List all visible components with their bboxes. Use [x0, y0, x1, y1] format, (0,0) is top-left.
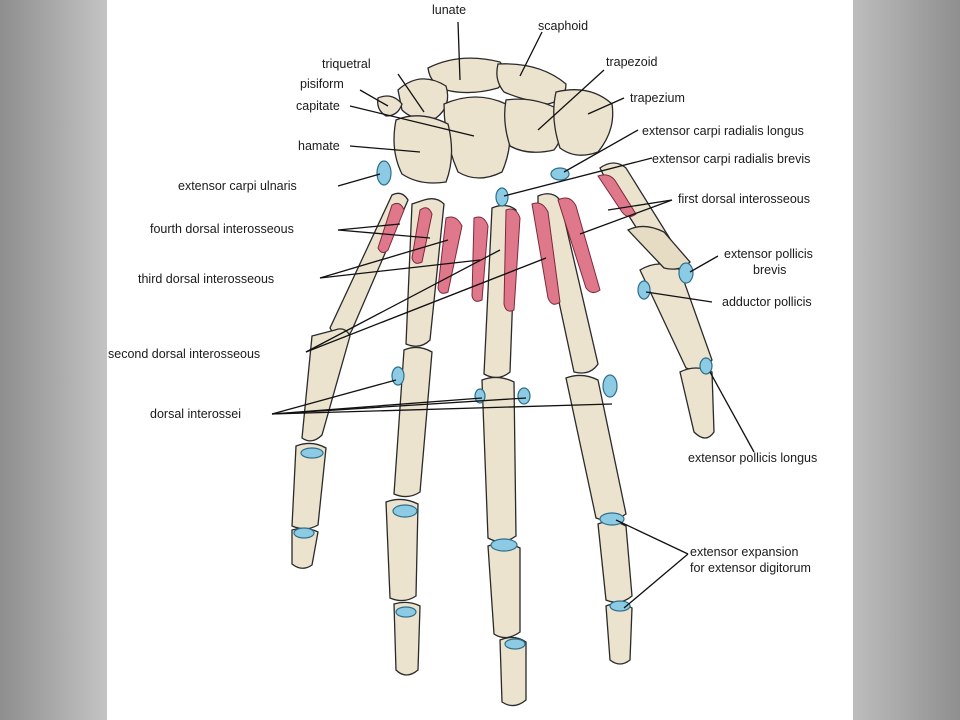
- first-interosseous-medial: [557, 197, 601, 294]
- label-epl: extensor pollicis longus: [688, 451, 817, 465]
- ecu-insertion: [376, 160, 392, 186]
- ecrl-insertion: [550, 167, 570, 181]
- carpal-bones: [377, 57, 614, 184]
- dorsal-int-insertion-3: [517, 387, 531, 405]
- label-adductor: adductor pollicis: [722, 295, 812, 309]
- tendon-insertions: [293, 160, 713, 650]
- dorsal-int-insertion-4: [602, 374, 618, 398]
- little-distal-phalanx-insertion: [293, 527, 315, 539]
- label-expansion-2: for extensor digitorum: [690, 561, 811, 575]
- ecrb-insertion: [495, 187, 509, 207]
- label-hamate: hamate: [298, 139, 340, 153]
- capitate-bone: [443, 96, 511, 179]
- label-lunate: lunate: [432, 3, 466, 17]
- trapezoid-bone: [504, 98, 564, 153]
- first-interosseous-lateral: [597, 174, 637, 218]
- hamate-bone: [393, 115, 453, 184]
- dorsal-int-insertion-1: [391, 366, 405, 386]
- epb-insertion: [678, 262, 694, 284]
- label-fourth-di: fourth dorsal interosseous: [150, 222, 294, 236]
- leader-lines: [271, 21, 755, 609]
- middle-distal-phalanx-insertion: [504, 638, 526, 650]
- label-capitate: capitate: [296, 99, 340, 113]
- index-middle-phalanx-insertion: [599, 512, 625, 526]
- middle-finger-bones: [481, 204, 527, 707]
- little-middle-phalanx-insertion: [300, 447, 324, 459]
- third-interosseous-medial: [471, 216, 489, 302]
- epl-insertion: [699, 357, 713, 375]
- label-scaphoid: scaphoid: [538, 19, 588, 33]
- label-expansion-1: extensor expansion: [690, 545, 798, 559]
- third-interosseous-lateral: [437, 216, 463, 294]
- label-ecrb: extensor carpi radialis brevis: [652, 152, 810, 166]
- label-first-di: first dorsal interosseous: [678, 192, 810, 206]
- dorsal-int-insertion-2: [474, 388, 486, 404]
- index-finger-bones: [537, 193, 633, 665]
- label-second-di: second dorsal interosseous: [108, 347, 260, 361]
- label-trapezium: trapezium: [630, 91, 685, 105]
- label-dorsal-int: dorsal interossei: [150, 407, 241, 421]
- label-trapezoid: trapezoid: [606, 55, 657, 69]
- label-triquetral: triquetral: [322, 57, 371, 71]
- second-interosseous-medial: [531, 202, 561, 305]
- ring-distal-phalanx-insertion: [395, 606, 417, 618]
- dorsal-interossei-muscles: [377, 174, 637, 312]
- label-epb-2: brevis: [753, 263, 786, 277]
- label-ecu: extensor carpi ulnaris: [178, 179, 297, 193]
- label-third-di: third dorsal interosseous: [138, 272, 274, 286]
- labels: lunate scaphoid triquetral trapezoid pis…: [108, 3, 817, 575]
- adductor-insertion: [637, 280, 651, 300]
- pisiform-bone: [377, 95, 403, 117]
- fourth-interosseous-lateral: [377, 202, 405, 254]
- second-interosseous-lateral: [503, 208, 521, 312]
- label-epb-1: extensor pollicis: [724, 247, 813, 261]
- label-ecrl: extensor carpi radialis longus: [642, 124, 804, 138]
- label-pisiform: pisiform: [300, 77, 344, 91]
- ring-middle-phalanx-insertion: [392, 504, 418, 518]
- trapezium-bone: [553, 89, 614, 156]
- index-distal-phalanx-insertion: [609, 600, 631, 612]
- middle-middle-phalanx-insertion: [490, 538, 518, 552]
